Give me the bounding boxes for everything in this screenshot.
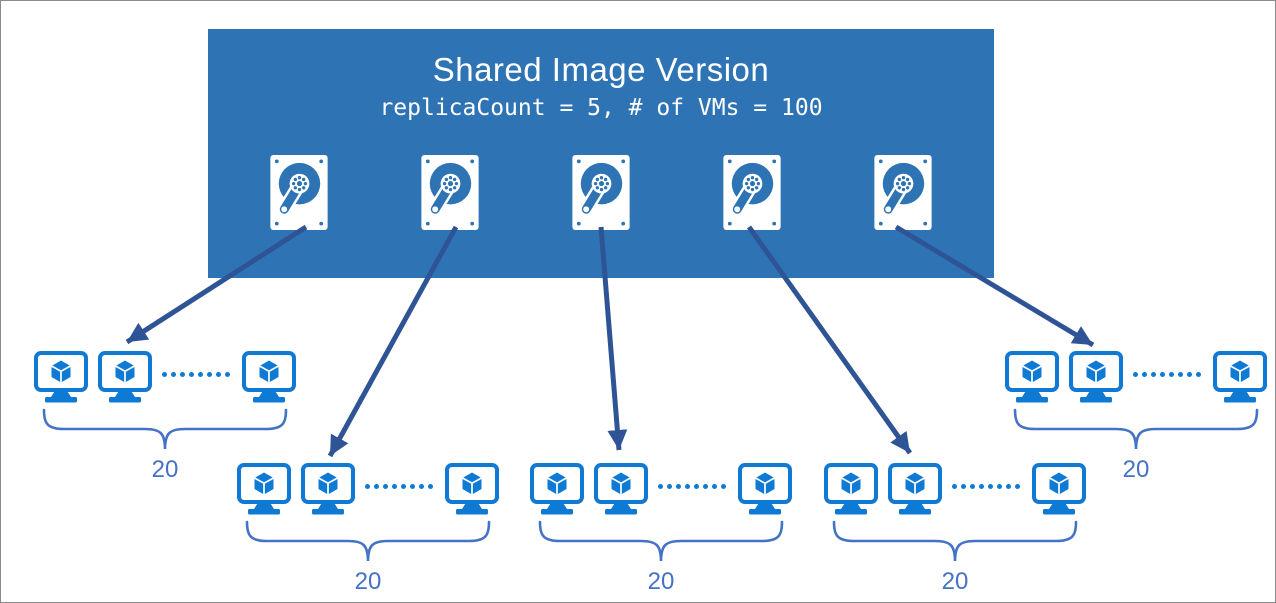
box-subtitle: replicaCount = 5, # of VMs = 100: [379, 95, 823, 121]
shared-image-version-box: Shared Image Version replicaCount = 5, #…: [208, 29, 994, 278]
vm-icon: [34, 351, 88, 403]
ellipsis-dots-icon: [1133, 372, 1203, 377]
vm-icon: [1069, 351, 1123, 403]
vm-count-label: 20: [151, 456, 179, 483]
vm-icon: [98, 351, 152, 403]
group-brace-icon: [42, 408, 288, 452]
ellipsis-dots-icon: [365, 484, 435, 489]
managed-disk-icon: [874, 155, 932, 230]
box-title: Shared Image Version: [432, 51, 770, 88]
ellipsis-dots-icon: [658, 484, 728, 489]
vm-group-5: 20: [1005, 351, 1267, 491]
managed-disk-icon: [270, 155, 328, 230]
vm-icon: [888, 463, 942, 515]
vm-icon: [1213, 351, 1267, 403]
vm-group-1: 20: [34, 351, 296, 491]
replica-disk-row: [208, 155, 994, 230]
vm-icon: [445, 463, 499, 515]
vm-group-3: 20: [530, 463, 792, 602]
ellipsis-dots-icon: [952, 484, 1022, 489]
vm-count-label: 20: [1122, 456, 1150, 483]
vm-count-label: 20: [647, 568, 675, 595]
group-brace-icon: [245, 520, 491, 564]
vm-icon: [1005, 351, 1059, 403]
group-brace-icon: [1013, 408, 1259, 452]
vm-count-label: 20: [354, 568, 382, 595]
managed-disk-icon: [723, 155, 781, 230]
managed-disk-icon: [572, 155, 630, 230]
vm-icon: [738, 463, 792, 515]
vm-icon: [242, 351, 296, 403]
vm-icon: [530, 463, 584, 515]
group-brace-icon: [832, 520, 1078, 564]
group-brace-icon: [538, 520, 784, 564]
vm-group-4: 20: [824, 463, 1086, 602]
ellipsis-dots-icon: [162, 372, 232, 377]
vm-count-label: 20: [941, 568, 969, 595]
vm-icon: [594, 463, 648, 515]
vm-icon: [237, 463, 291, 515]
vm-group-2: 20: [237, 463, 499, 602]
vm-icon: [824, 463, 878, 515]
managed-disk-icon: [421, 155, 479, 230]
vm-icon: [301, 463, 355, 515]
